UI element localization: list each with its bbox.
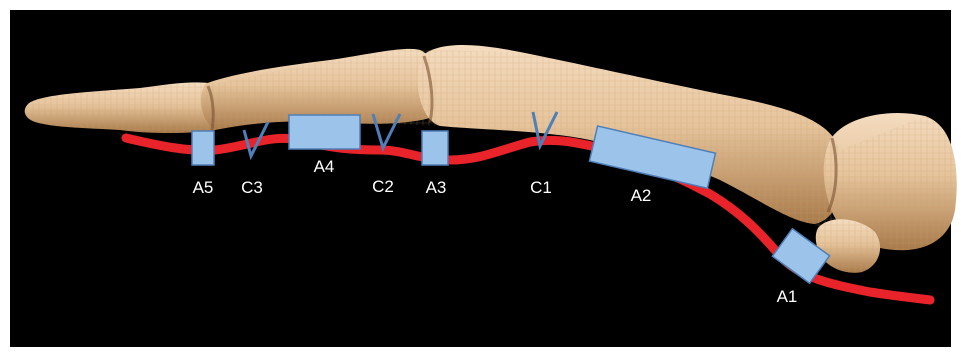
label-c3: C3 — [241, 178, 263, 197]
pulley-a4 — [289, 115, 360, 149]
pulley-a3 — [422, 131, 448, 165]
label-a5: A5 — [193, 178, 214, 197]
label-c2: C2 — [372, 177, 394, 196]
label-a1: A1 — [777, 287, 798, 306]
label-c1: C1 — [530, 178, 552, 197]
label-a3: A3 — [426, 178, 447, 197]
pulley-a5 — [192, 131, 214, 165]
label-a2: A2 — [631, 186, 652, 205]
label-a4: A4 — [314, 157, 335, 176]
